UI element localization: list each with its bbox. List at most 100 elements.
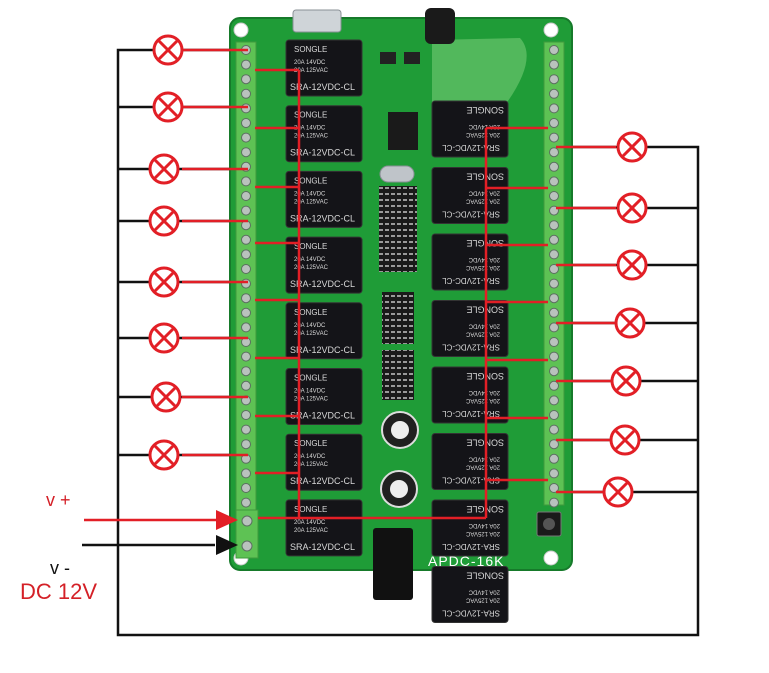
relay-label: 20A 14VDC [468,123,500,129]
terminal-screw [241,234,251,245]
terminal-screw [549,293,559,304]
lamp-icon [148,205,180,237]
terminal-screw [241,540,253,552]
lamp-icon [610,365,642,397]
relay-label: 20A 125VAC [465,331,500,337]
positive-wiring [84,48,616,522]
relay-label: 20A 125VAC [465,464,500,470]
relay-label: SRA-12VDC-CL [290,345,355,355]
relay-label: SONGLE [466,571,504,581]
relay-label: SRA-12VDC-CL [442,609,500,618]
lamp-icon [148,266,180,298]
terminal-screw [241,118,251,128]
terminal-screw [241,439,251,450]
terminal-screw [241,74,251,85]
terminal-screw [241,307,251,318]
terminal-screw [241,59,251,70]
relay-label: SONGLE [294,45,327,54]
lamp-icon [616,131,648,163]
terminal-screw [241,366,251,377]
terminal-screw [549,439,559,450]
relay-label: SRA-12VDC-CL [290,542,355,552]
terminal-screw [549,59,559,70]
relay-label: SONGLE [294,308,327,317]
terminal-screw [241,483,251,493]
terminal-screw [241,205,251,216]
relay-board [229,8,573,600]
crystal [379,165,415,183]
terminal-screw [241,468,251,479]
terminal-screw [549,220,559,231]
relay-label: 20A 14VDC [468,589,500,595]
terminal-screw [549,337,559,347]
terminal-screw [549,147,559,158]
relay-label: SONGLE [294,176,327,185]
terminal-screw [549,191,559,201]
supply-voltage-label: DC 12V [20,579,98,604]
relay-label: SRA-12VDC-CL [290,148,355,158]
relay-label: 20A 125VAC [294,397,329,403]
relay-label: 20A 125VAC [294,265,329,271]
relay-body [431,167,509,224]
relay-body [431,300,509,357]
terminal-screw [549,395,559,406]
dc-jack [373,528,413,600]
terminal-screw [241,176,251,187]
relay-label: 20A 14VDC [468,190,500,196]
terminal-screw [549,45,559,55]
lamp-icon [152,34,184,66]
relay-label: SRA-12VDC-CL [290,476,355,486]
relay-body [431,566,509,623]
v-minus-label: v - [50,558,70,578]
lamp-icon [602,476,634,508]
terminal-screw [241,497,251,508]
relay-label: 20A 14VDC [294,126,326,132]
relay-label: SONGLE [294,242,327,251]
relay-label: SRA-12VDC-CL [442,210,500,219]
terminal-screw [549,249,559,260]
relay-label: 20A 14VDC [468,323,500,329]
terminal-screw [241,424,251,435]
v-plus-label: v + [46,490,71,510]
relay-label: SRA-12VDC-CL [290,213,355,223]
relay-body [431,433,509,490]
terminal-screw [549,103,559,114]
terminal-screw [549,380,559,391]
terminal-screw [549,88,559,99]
relay-label: 20A 125VAC [465,597,500,603]
relay-label: SRA-12VDC-CL [442,542,500,551]
lamp-icon [614,307,646,339]
relay-label: 20A 125VAC [465,131,500,137]
lamp-icon [150,381,182,413]
relay-body [431,366,509,424]
terminal-screw [549,176,559,187]
relay-label: SONGLE [294,374,327,383]
relay-label: SONGLE [294,505,327,514]
relay-label: 20A 14VDC [468,389,500,395]
relay-body [285,302,363,360]
terminal-screw [549,234,559,245]
terminal-screw [549,483,559,493]
terminal-screw [241,88,251,99]
terminal-screw [241,293,251,304]
relay-label: SRA-12VDC-CL [442,343,500,352]
relay-body [431,233,509,291]
terminal-screw [241,278,251,289]
relay-label: SRA-12VDC-CL [290,411,355,421]
terminal-screw [241,380,251,391]
terminal-screw [241,249,251,260]
terminal-screw [241,515,253,527]
relay-label: SONGLE [466,105,504,115]
